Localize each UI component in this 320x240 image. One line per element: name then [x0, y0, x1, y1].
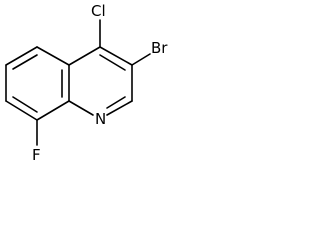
atom-label-f: F: [32, 146, 41, 164]
bond-c8-c8a: [36, 100, 70, 121]
atom-label-n: N: [95, 110, 106, 128]
bond-c7-c8-inner: [12, 96, 38, 113]
quinoline-skeleton: Cl Br N F: [5, 2, 168, 164]
bond-c3-br: [131, 53, 151, 66]
bond-c4-c3-inner: [99, 54, 126, 71]
bonds: [5, 19, 151, 146]
atom-label-cl: Cl: [91, 2, 106, 20]
bond-c7-c8: [5, 100, 38, 121]
molecule-structure-diagram: Cl Br N F: [0, 0, 190, 178]
atom-labels: Cl Br N F: [32, 2, 168, 164]
bond-c5-c6: [5, 46, 38, 66]
bond-c4-c3: [99, 46, 133, 66]
bond-c4a-c5: [36, 46, 70, 66]
bond-c2-n1-inner: [106, 96, 126, 109]
bond-c5-c6-inner: [12, 54, 38, 70]
bond-n1-c8a: [68, 100, 94, 116]
bond-c2-n1: [106, 100, 133, 116]
atom-label-br: Br: [151, 39, 168, 57]
bond-c4a-c4: [68, 46, 101, 66]
